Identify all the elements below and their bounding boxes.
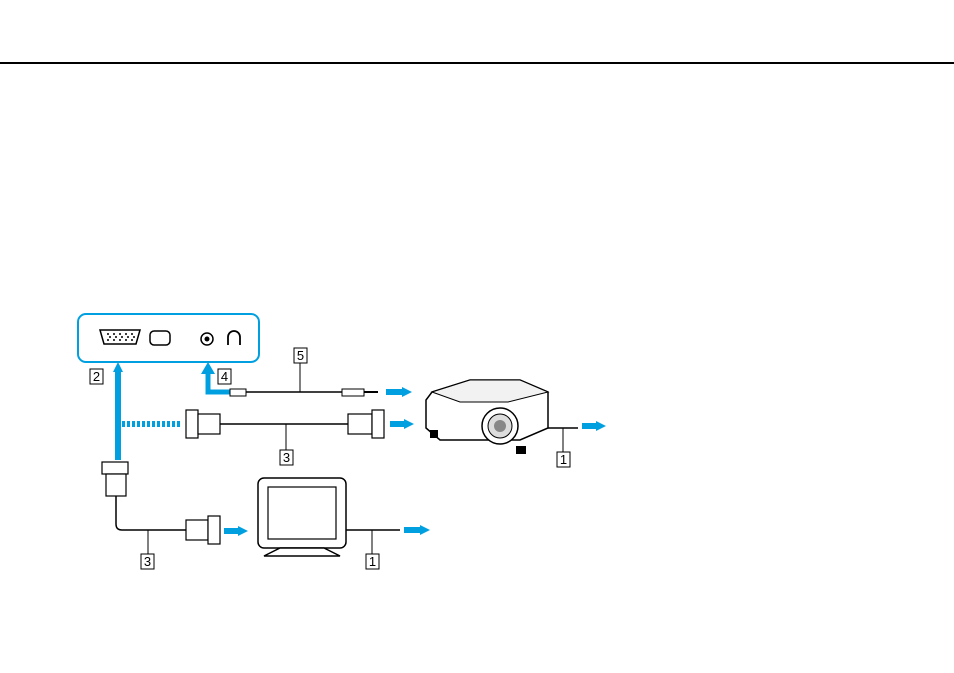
callout-4: 4 bbox=[218, 369, 231, 384]
svg-text:3: 3 bbox=[283, 450, 290, 465]
callout-1-monitor: 1 bbox=[366, 554, 379, 569]
svg-text:2: 2 bbox=[93, 369, 100, 384]
callout-3-monitor: 3 bbox=[141, 554, 154, 569]
svg-text:4: 4 bbox=[221, 369, 228, 384]
audio-cable bbox=[230, 389, 378, 396]
callout-2: 2 bbox=[90, 369, 103, 384]
svg-text:1: 1 bbox=[369, 554, 376, 569]
svg-text:5: 5 bbox=[297, 348, 304, 363]
svg-text:1: 1 bbox=[560, 452, 567, 467]
svg-text:3: 3 bbox=[144, 554, 151, 569]
callout-3-projector: 3 bbox=[280, 450, 293, 465]
monitor-icon bbox=[258, 478, 346, 556]
computer-port-panel bbox=[78, 314, 259, 362]
vga-port-icon bbox=[100, 330, 140, 344]
monitor-vga-cable bbox=[102, 462, 220, 544]
headphone-jack-icon bbox=[201, 333, 213, 345]
projector-icon bbox=[426, 380, 548, 454]
callout-5: 5 bbox=[294, 348, 307, 363]
projector-vga-cable bbox=[186, 410, 384, 438]
hdmi-port-icon bbox=[150, 331, 170, 345]
callout-1-projector: 1 bbox=[557, 452, 570, 467]
